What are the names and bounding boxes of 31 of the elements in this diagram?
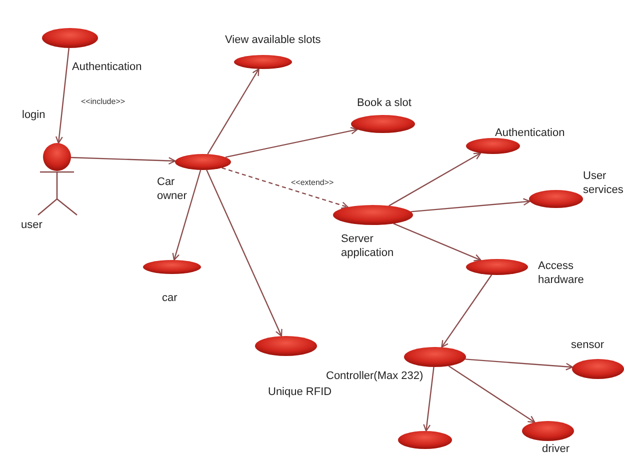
use-case-name: Access hardware — [538, 259, 585, 287]
use-case-name: car — [162, 291, 178, 305]
arrow — [410, 198, 530, 212]
arrow — [423, 366, 434, 432]
edge-label: <<extend>> — [290, 178, 335, 187]
use-case-name: Server application — [341, 232, 395, 260]
use-case-name: Controller(Max 232) — [326, 369, 424, 383]
use-case-name: driver — [542, 442, 571, 455]
arrow — [393, 223, 482, 262]
use-case-name: User services — [583, 169, 624, 197]
use-case-name: Authentication — [72, 60, 143, 74]
arrow — [465, 358, 574, 370]
arrow — [206, 170, 282, 337]
use-case-name: Car owner — [157, 175, 188, 203]
note-label: login — [22, 108, 46, 122]
use-case-name: Unique RFID — [268, 385, 333, 399]
arrow — [441, 274, 492, 348]
arrow — [70, 156, 176, 165]
use-case-name: Authentication — [495, 126, 566, 140]
arrow — [55, 48, 70, 144]
arrow — [448, 366, 536, 423]
use-case-name: View available slots — [225, 33, 322, 47]
dashed-arrow — [222, 167, 349, 209]
arrow — [172, 170, 202, 261]
arrow — [225, 127, 358, 158]
arrow — [207, 68, 260, 154]
edge-label: <<include>> — [80, 97, 126, 106]
use-case-name: Book a slot — [357, 96, 412, 110]
actor-name: user — [21, 218, 44, 232]
use-case-name: sensor — [571, 338, 606, 352]
arrow — [388, 152, 482, 206]
